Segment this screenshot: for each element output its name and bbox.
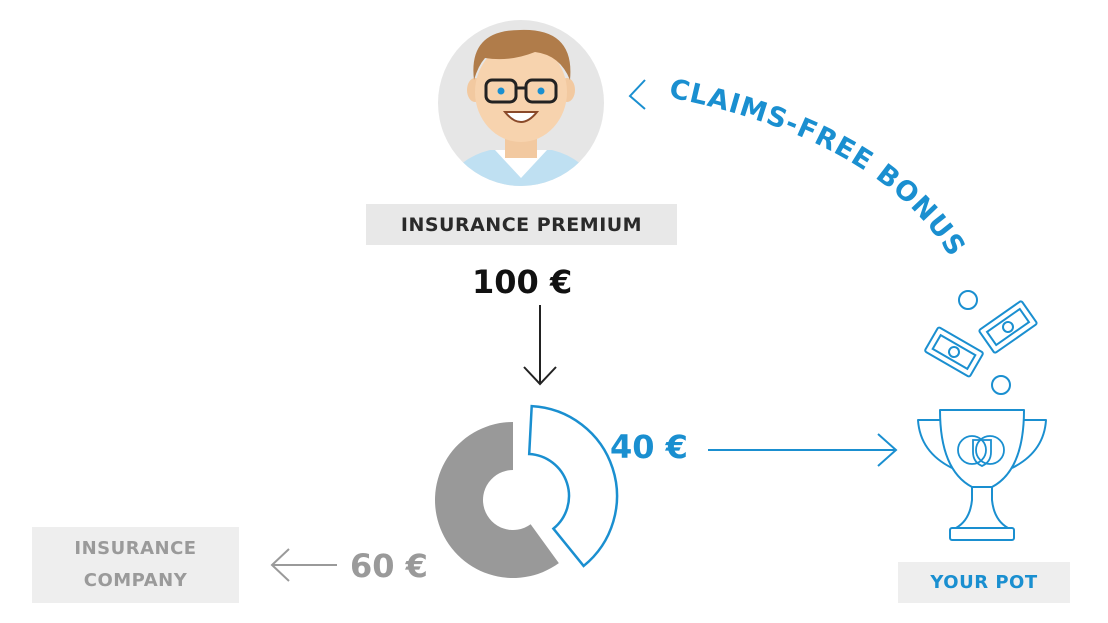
company-label-line2: COMPANY <box>83 570 188 591</box>
arrow-right-to-pot <box>708 433 898 467</box>
insurance-premium-label: INSURANCE PREMIUM <box>366 204 677 245</box>
trophy-cup-icon <box>917 409 1047 541</box>
arrow-down <box>523 305 557 386</box>
insurance-company-label: INSURANCE COMPANY <box>32 527 239 603</box>
arrow-left-to-company <box>270 548 337 582</box>
coins-icon <box>958 290 1011 395</box>
donut-segment-company <box>434 422 559 578</box>
your-pot-label: YOUR POT <box>898 562 1070 603</box>
donut-segment-pot <box>527 404 619 568</box>
chevron-left-icon <box>628 79 646 110</box>
shield-icon <box>957 435 1005 467</box>
money-bills-icon <box>924 300 1038 378</box>
split-donut-chart <box>434 404 619 578</box>
company-label-line1: INSURANCE <box>74 538 197 559</box>
premium-amount: 100 € <box>472 263 573 301</box>
person-avatar-icon <box>438 20 604 186</box>
company-amount: 60 € <box>350 547 428 585</box>
pot-amount: 40 € <box>610 428 688 466</box>
claims-free-bonus-label: CLAIMS-FREE BONUS <box>667 73 972 262</box>
